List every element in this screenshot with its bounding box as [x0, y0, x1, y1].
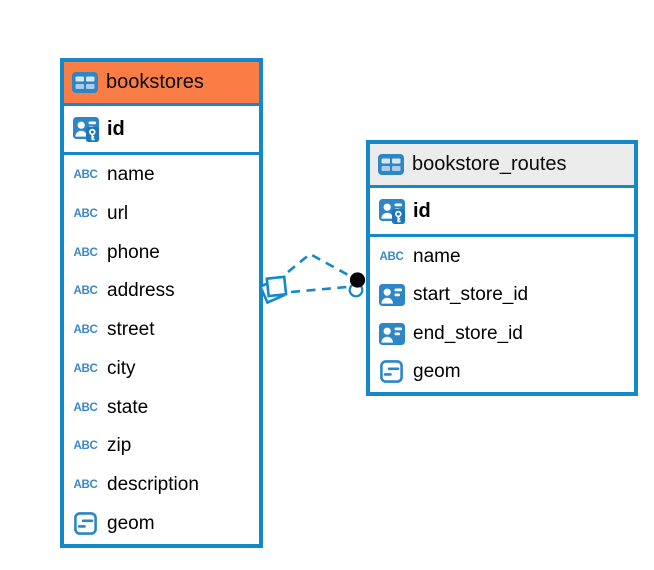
diamond-marker	[265, 275, 288, 298]
circle-marker	[348, 282, 364, 298]
abc-icon: ABC	[73, 478, 98, 491]
relationship-line[interactable]	[287, 252, 351, 278]
column-name: end_store_id	[413, 322, 523, 344]
column-row-geom[interactable]: geom	[370, 353, 634, 391]
abc-icon: ABC	[73, 208, 98, 221]
primary-key-section: id	[370, 188, 634, 237]
column-name: state	[107, 396, 149, 418]
abc-icon: ABC	[73, 246, 98, 259]
diamond-marker	[258, 277, 286, 305]
abc-icon: ABC	[73, 401, 98, 414]
column-row-zip[interactable]: ABC zip	[64, 427, 259, 466]
column-name: description	[107, 473, 199, 495]
column-row-state[interactable]: ABC state	[64, 388, 259, 427]
column-name: address	[107, 280, 175, 302]
column-name: phone	[107, 241, 160, 263]
table-icon	[72, 72, 98, 93]
abc-icon: ABC	[73, 285, 98, 298]
column-name: id	[413, 199, 431, 222]
person-card-icon	[378, 284, 405, 307]
table-header-bookstore-routes[interactable]: bookstore_routes	[370, 144, 634, 188]
person-key-icon	[378, 198, 405, 224]
column-name: geom	[413, 360, 461, 382]
column-row-phone[interactable]: ABC phone	[64, 233, 259, 272]
column-name: url	[107, 203, 129, 225]
geometry-icon	[378, 360, 405, 384]
column-row-url[interactable]: ABC url	[64, 195, 259, 234]
column-row-description[interactable]: ABC description	[64, 466, 259, 505]
table-header-bookstores[interactable]: bookstores	[64, 62, 259, 106]
primary-key-section: id	[64, 106, 259, 155]
geometry-icon	[72, 512, 99, 536]
abc-icon: ABC	[379, 251, 404, 264]
column-row-id[interactable]: id	[64, 106, 259, 152]
table-title: bookstores	[106, 71, 204, 93]
column-row-end_store_id[interactable]: end_store_id	[370, 315, 634, 353]
column-row-geom[interactable]: geom	[64, 504, 259, 543]
column-name: id	[107, 117, 125, 140]
person-card-icon	[378, 322, 405, 345]
column-row-address[interactable]: ABC address	[64, 272, 259, 311]
circle-marker	[349, 272, 366, 288]
table-title: bookstore_routes	[412, 153, 567, 175]
column-name: start_store_id	[413, 284, 529, 306]
column-row-name[interactable]: ABC name	[370, 238, 634, 276]
abc-icon: ABC	[73, 324, 98, 337]
table-bookstore-routes[interactable]: bookstore_routes id ABC name start_store_i…	[366, 140, 638, 396]
table-icon	[378, 154, 404, 175]
column-row-start_store_id[interactable]: start_store_id	[370, 276, 634, 314]
column-name: geom	[107, 512, 155, 534]
column-name: name	[107, 164, 155, 186]
abc-icon: ABC	[73, 440, 98, 453]
column-row-city[interactable]: ABC city	[64, 350, 259, 389]
column-name: street	[107, 319, 155, 341]
abc-icon: ABC	[73, 169, 98, 182]
relationship-line[interactable]	[290, 285, 348, 294]
abc-icon: ABC	[73, 362, 98, 375]
column-row-name[interactable]: ABC name	[64, 156, 259, 195]
column-row-id[interactable]: id	[370, 188, 634, 234]
column-name: city	[107, 357, 136, 379]
column-name: zip	[107, 435, 132, 457]
person-key-icon	[72, 116, 99, 142]
column-name: name	[413, 246, 461, 268]
column-row-street[interactable]: ABC street	[64, 311, 259, 350]
